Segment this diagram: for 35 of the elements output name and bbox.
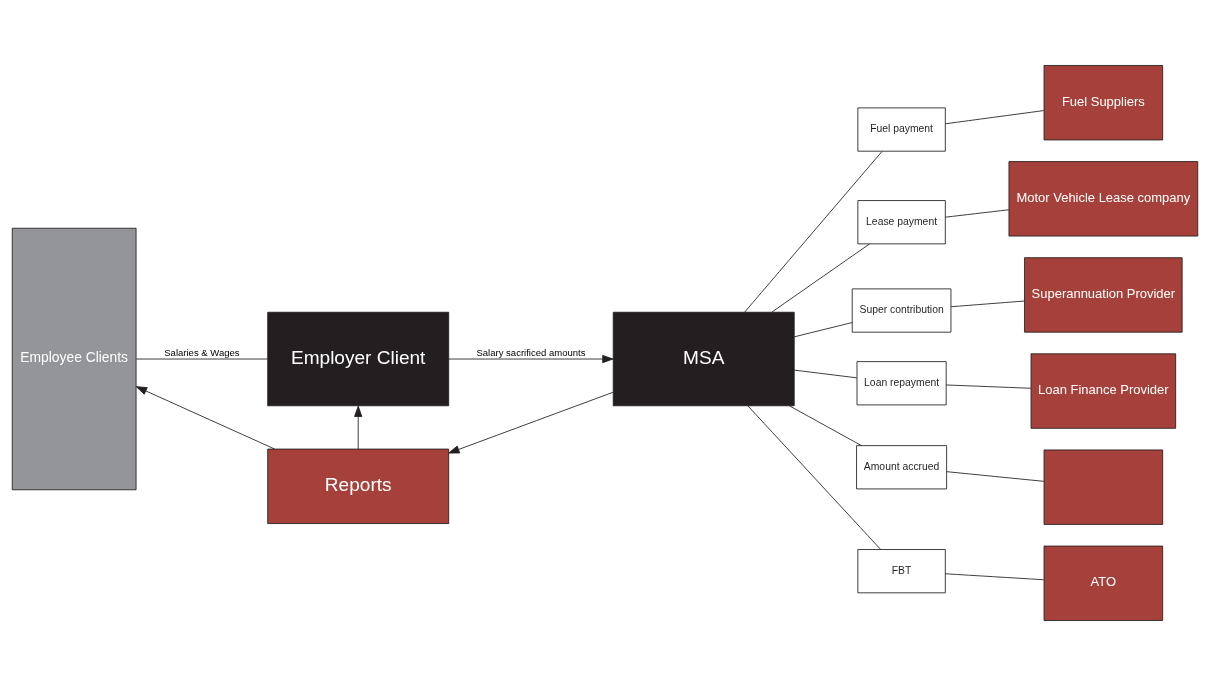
node-box: Lease payment	[857, 200, 946, 245]
connector	[789, 405, 862, 447]
node-box: Fuel payment	[857, 107, 946, 152]
node-box: Loan repayment	[856, 361, 947, 406]
connector	[793, 322, 853, 338]
node-box: Employer Client	[267, 311, 450, 407]
connector	[747, 405, 882, 550]
node-box: Employee Clients	[11, 227, 137, 491]
connector	[744, 151, 883, 313]
node-box: Fuel Suppliers	[1043, 65, 1164, 141]
arrow	[448, 354, 614, 364]
node-box: ATO	[1043, 545, 1164, 621]
arrow	[448, 391, 614, 454]
node-box: MSA	[612, 311, 795, 407]
arrow	[354, 405, 363, 450]
connector	[771, 243, 870, 313]
node-box: Super contribution	[851, 288, 952, 333]
connector	[944, 573, 1045, 581]
arrow	[135, 386, 275, 450]
connector	[945, 384, 1032, 389]
connector	[950, 300, 1025, 308]
node-box	[1043, 449, 1164, 525]
connector	[793, 369, 858, 379]
connector	[944, 209, 1010, 218]
connector	[946, 471, 1045, 482]
node-box: Superannuation Provider	[1024, 257, 1183, 333]
edge-label: Salary sacrificed amounts	[476, 347, 586, 359]
node-box: FBT	[857, 549, 946, 594]
node-box: Motor Vehicle Lease company	[1008, 161, 1199, 237]
connector	[135, 358, 268, 360]
connector	[944, 110, 1045, 125]
node-box: Amount accrued	[856, 445, 948, 490]
node-box: Loan Finance Provider	[1030, 353, 1177, 429]
node-box: Reports	[267, 448, 450, 524]
edge-label: Salaries & Wages	[164, 347, 240, 359]
